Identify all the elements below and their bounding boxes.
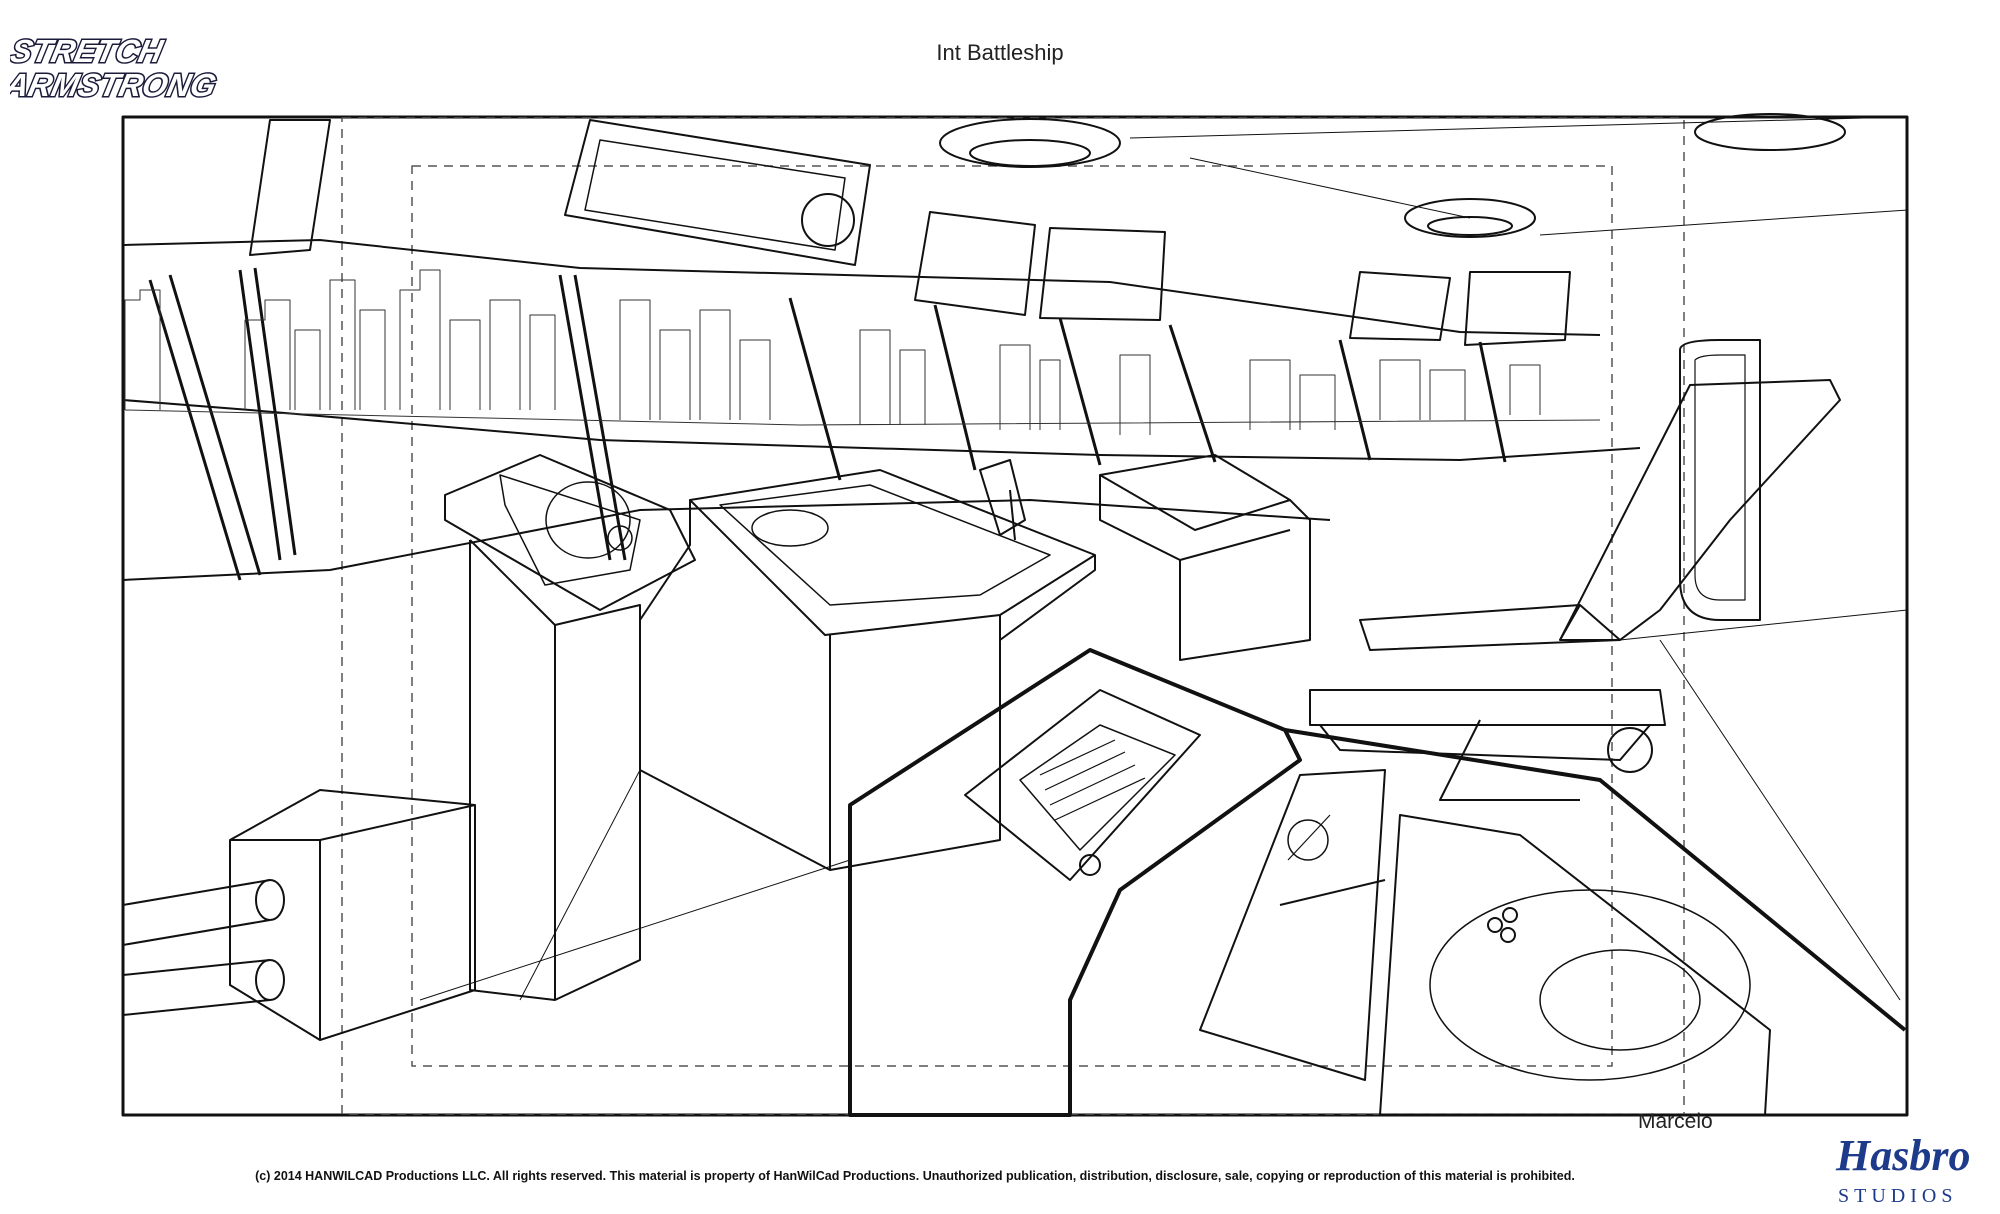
helm-grille [1039, 739, 1146, 821]
scene-title: Int Battleship [936, 40, 1064, 65]
logo-text-hasbro: Hasbro [1835, 1131, 1970, 1180]
artist-credit: Marcelo [1638, 1110, 1713, 1133]
logo-text-stretch: STRETCH [10, 33, 167, 69]
copyright-notice: (c) 2014 HANWILCAD Productions LLC. All … [255, 1169, 1575, 1183]
safe-area-guide-outer [341, 117, 1685, 1115]
frame-border [121, 115, 1909, 1117]
logo-text-armstrong: ARMSTRONG [10, 67, 219, 103]
hasbro-studios-logo: Hasbro STUDIOS [1835, 1131, 1970, 1207]
stretch-armstrong-logo: STRETCH ARMSTRONG [10, 32, 221, 105]
city-skyline [124, 269, 1601, 435]
logo-text-studios: STUDIOS [1838, 1185, 1957, 1207]
